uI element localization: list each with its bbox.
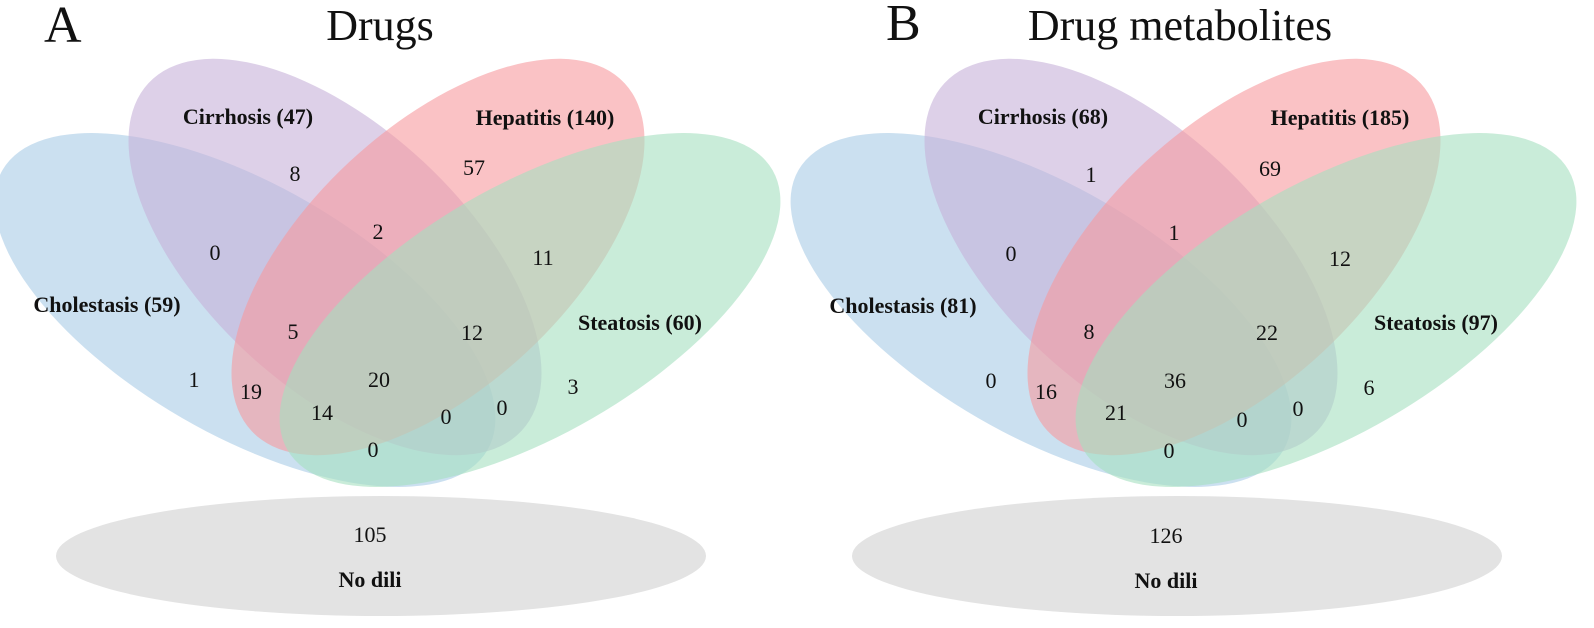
count-hepatitis-only: 69: [1259, 156, 1281, 181]
no-dili-label: No dili: [339, 567, 402, 592]
count-chol-cirr-hep: 8: [1084, 319, 1095, 344]
count-steatosis-only: 3: [568, 374, 579, 399]
cirrhosis-label: Cirrhosis (47): [183, 104, 313, 129]
count-cirrhosis-steatosis: 0: [1293, 396, 1304, 421]
panel-a: A Drugs Cirrhosis (47) Hepatitis (140) C…: [0, 0, 781, 616]
count-cirrhosis-hepatitis: 2: [373, 219, 384, 244]
hepatitis-label: Hepatitis (185): [1271, 105, 1410, 130]
cholestasis-label: Cholestasis (59): [33, 292, 180, 317]
steatosis-ellipse: [1075, 133, 1577, 487]
cholestasis-label: Cholestasis (81): [829, 293, 976, 318]
count-cholestasis-steatosis: 0: [368, 437, 379, 462]
no-dili-count: 126: [1150, 523, 1183, 548]
panel-a-title: Drugs: [326, 1, 434, 50]
count-cirrhosis-steatosis: 0: [497, 395, 508, 420]
count-steatosis-only: 6: [1364, 375, 1375, 400]
count-hepatitis-steatosis: 12: [1329, 246, 1351, 271]
count-cirrhosis-only: 1: [1086, 162, 1097, 187]
cirrhosis-label: Cirrhosis (68): [978, 104, 1108, 129]
panel-b-title: Drug metabolites: [1028, 1, 1332, 50]
panel-b-letter: B: [886, 0, 921, 52]
no-dili-label: No dili: [1135, 568, 1198, 593]
steatosis-label: Steatosis (60): [578, 310, 702, 335]
count-cirr-hep-steat: 22: [1256, 320, 1278, 345]
count-cholestasis-only: 1: [189, 367, 200, 392]
count-cholestasis-hepatitis: 16: [1035, 379, 1057, 404]
count-hepatitis-only: 57: [463, 155, 485, 180]
count-cirrhosis-only: 8: [290, 161, 301, 186]
count-all-four: 36: [1164, 368, 1186, 393]
count-cholestasis-hepatitis: 19: [240, 379, 262, 404]
count-hepatitis-steatosis: 11: [532, 245, 553, 270]
no-dili-ellipse: [852, 496, 1502, 616]
steatosis-ellipse: [279, 133, 781, 487]
no-dili-ellipse: [56, 496, 706, 616]
count-cholestasis-only: 0: [986, 368, 997, 393]
count-chol-cirr-steat: 0: [441, 404, 452, 429]
panel-a-letter: A: [44, 0, 82, 54]
count-chol-cirr-hep: 5: [288, 319, 299, 344]
count-cholestasis-cirrhosis: 0: [1006, 241, 1017, 266]
count-chol-hep-steat: 14: [311, 400, 333, 425]
no-dili-count: 105: [354, 522, 387, 547]
panel-b: B Drug metabolites Cirrhosis (68) Hepati…: [790, 0, 1577, 616]
count-cirr-hep-steat: 12: [461, 320, 483, 345]
count-all-four: 20: [368, 367, 390, 392]
count-cholestasis-cirrhosis: 0: [210, 240, 221, 265]
hepatitis-label: Hepatitis (140): [476, 105, 615, 130]
count-cholestasis-steatosis: 0: [1164, 438, 1175, 463]
count-chol-cirr-steat: 0: [1237, 407, 1248, 432]
steatosis-label: Steatosis (97): [1374, 310, 1498, 335]
count-chol-hep-steat: 21: [1105, 400, 1127, 425]
count-cirrhosis-hepatitis: 1: [1169, 220, 1180, 245]
